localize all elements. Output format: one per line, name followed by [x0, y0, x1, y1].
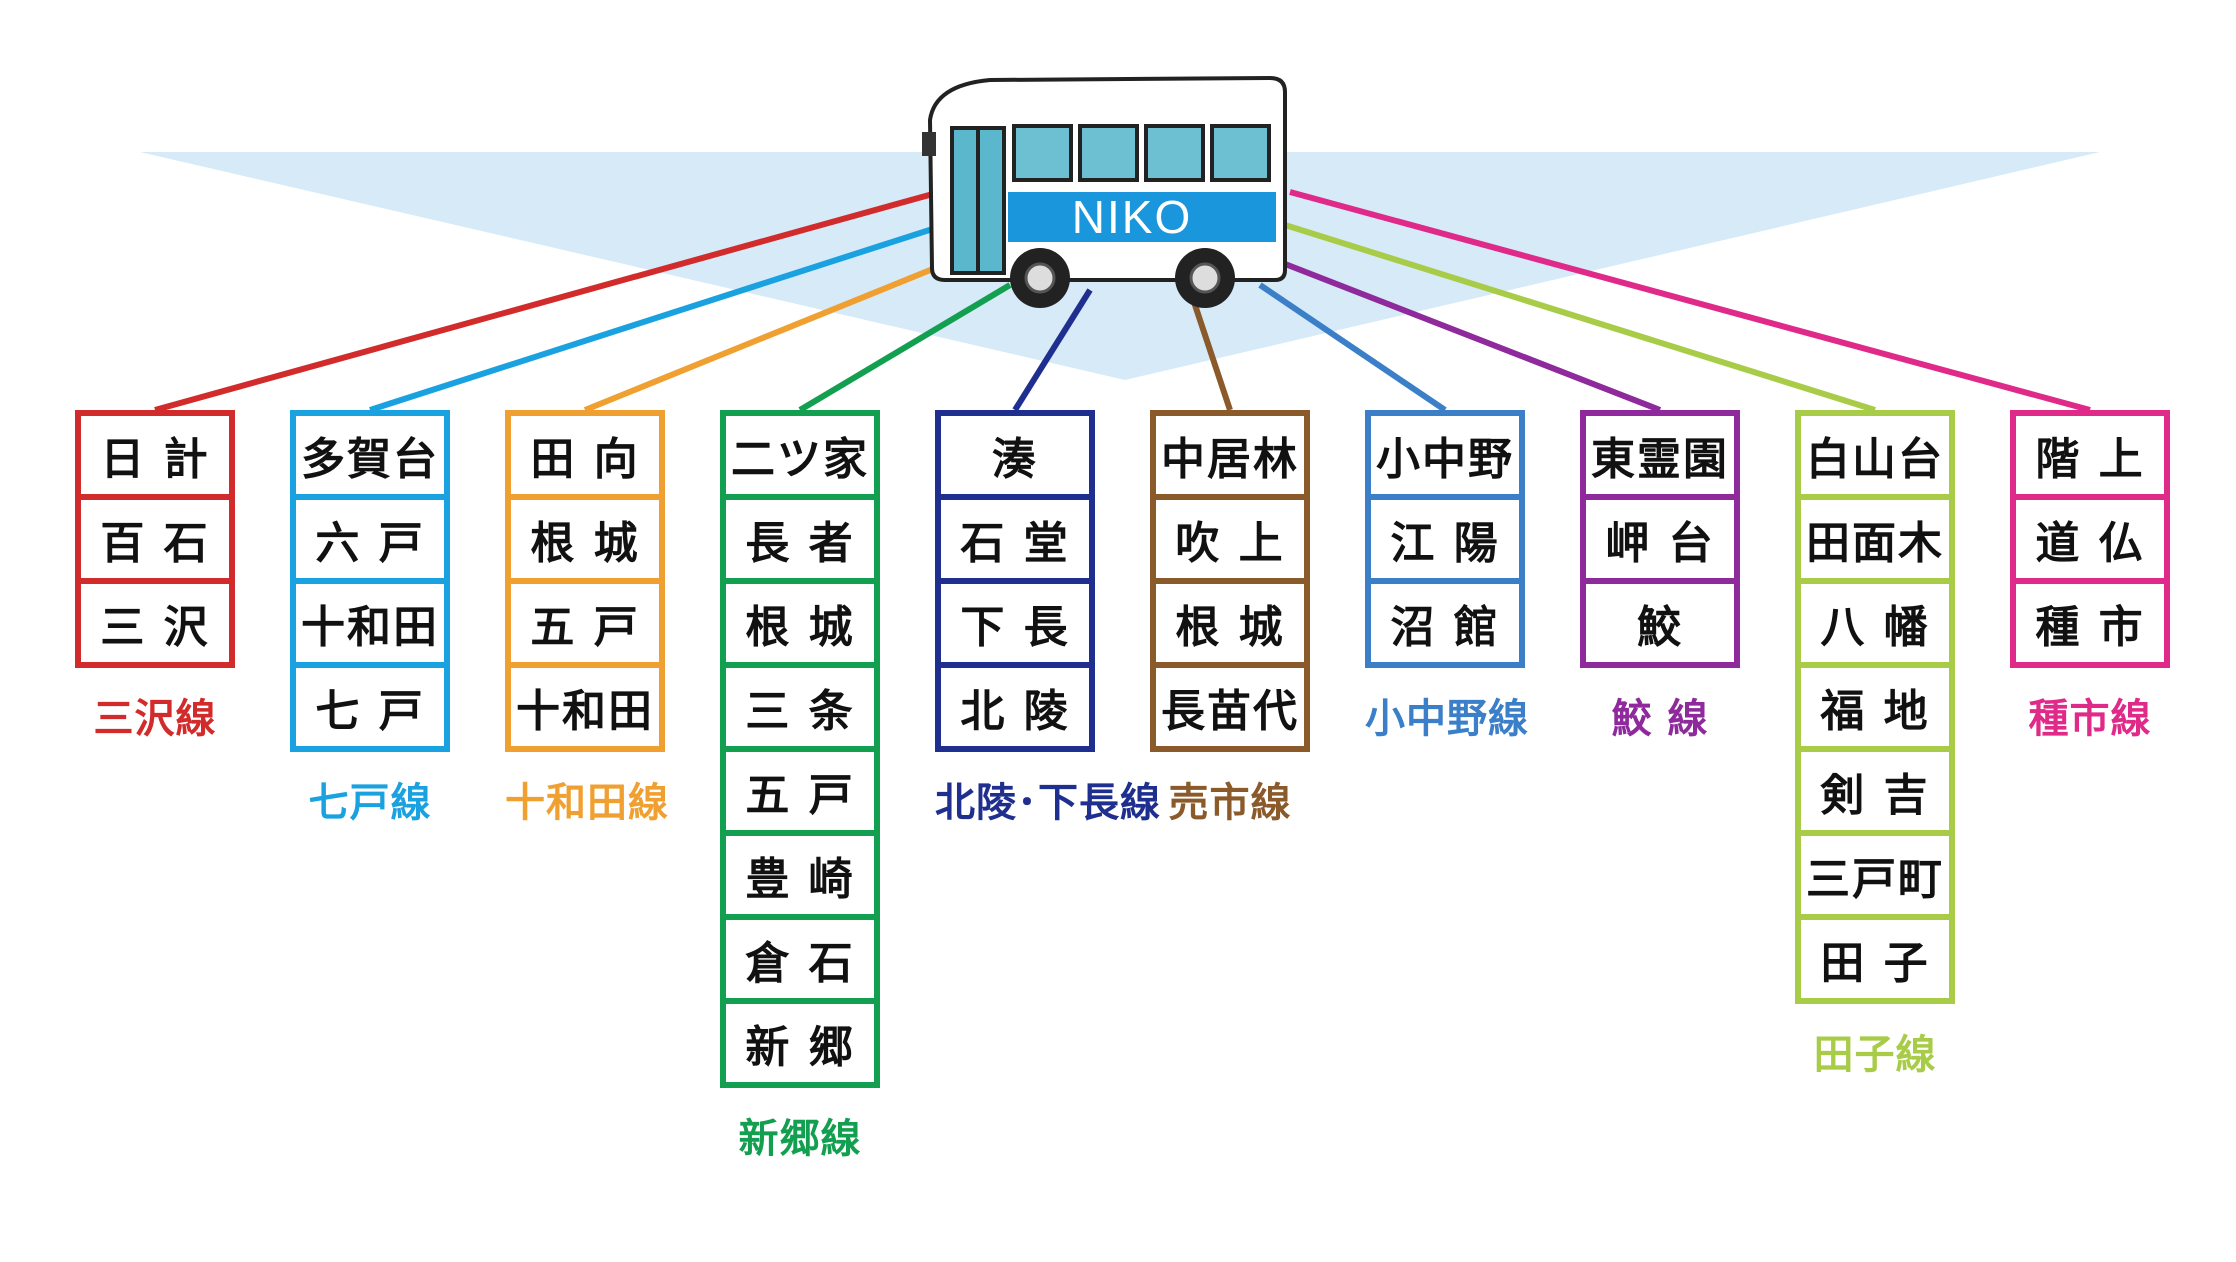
stop-box: 七 戸	[290, 662, 450, 752]
route-name: 三沢線	[93, 696, 217, 742]
route-column: 小中野江 陽沼 館小中野線	[1365, 410, 1529, 744]
route-name: 売市線	[1168, 780, 1292, 826]
stop-box: 長苗代	[1150, 662, 1310, 752]
stop-box: 福 地	[1795, 662, 1955, 752]
stop-box: 根 城	[720, 578, 880, 668]
route-connector	[369, 222, 946, 413]
route-column: 階 上道 仏種 市種市線	[2010, 410, 2170, 744]
stop-box: 道 仏	[2010, 494, 2170, 584]
route-name: 十和田線	[505, 780, 669, 826]
stop-box: 田 向	[505, 410, 665, 500]
route-column: 日 計百 石三 沢三沢線	[75, 410, 235, 744]
stop-box: 下 長	[935, 578, 1095, 668]
route-connector	[583, 259, 952, 413]
stop-box: 十和田	[505, 662, 665, 752]
route-connector	[1258, 282, 1447, 413]
stop-box: 長 者	[720, 494, 880, 584]
route-connector	[1284, 222, 1876, 413]
route-connector	[1012, 288, 1093, 412]
route-connector	[798, 282, 1012, 413]
stop-box: 倉 石	[720, 914, 880, 1004]
route-name: 鮫 線	[1611, 696, 1709, 742]
route-column: 中居林吹 上根 城長苗代売市線	[1150, 410, 1310, 828]
stop-box: 根 城	[505, 494, 665, 584]
route-connector	[1289, 189, 2091, 413]
stop-box: 新 郷	[720, 998, 880, 1088]
stop-box: 田 子	[1795, 914, 1955, 1004]
route-column: 白山台田面木八 幡福 地剣 吉三戸町田 子田子線	[1795, 410, 1955, 1080]
stop-box: 沼 館	[1365, 578, 1525, 668]
stop-box: 鮫	[1580, 578, 1740, 668]
route-connector	[1278, 259, 1662, 413]
stop-box: 五 戸	[505, 578, 665, 668]
stop-box: 白山台	[1795, 410, 1955, 500]
route-connector	[154, 189, 941, 413]
stop-box: 小中野	[1365, 410, 1525, 500]
stop-box: 東霊園	[1580, 410, 1740, 500]
stop-box: 多賀台	[290, 410, 450, 500]
stop-box: 二ツ家	[720, 410, 880, 500]
stop-box: 岬 台	[1580, 494, 1740, 584]
stop-box: 吹 上	[1150, 494, 1310, 584]
stop-box: 百 石	[75, 494, 235, 584]
stop-box: 三戸町	[1795, 830, 1955, 920]
route-column: 二ツ家長 者根 城三 条五 戸豊 崎倉 石新 郷新郷線	[720, 410, 880, 1164]
stop-box: 剣 吉	[1795, 746, 1955, 836]
route-name: 田子線	[1813, 1032, 1937, 1078]
route-column: 田 向根 城五 戸十和田十和田線	[505, 410, 669, 828]
bus-icon: NIKO	[922, 75, 1287, 308]
stop-box: 六 戸	[290, 494, 450, 584]
stop-box: 湊	[935, 410, 1095, 500]
stop-box: 中居林	[1150, 410, 1310, 500]
stop-box: 十和田	[290, 578, 450, 668]
stop-box: 根 城	[1150, 578, 1310, 668]
stop-box: 八 幡	[1795, 578, 1955, 668]
route-column: 湊石 堂下 長北 陵北陵･下長線	[935, 410, 1161, 828]
stop-box: 種 市	[2010, 578, 2170, 668]
route-name: 北陵･下長線	[935, 780, 1161, 826]
bus-label: NIKO	[1072, 191, 1192, 243]
route-column: 東霊園岬 台鮫鮫 線	[1580, 410, 1740, 744]
route-column: 多賀台六 戸十和田七 戸七戸線	[290, 410, 450, 828]
stop-box: 階 上	[2010, 410, 2170, 500]
stop-box: 三 条	[720, 662, 880, 752]
stop-box: 石 堂	[935, 494, 1095, 584]
route-name: 七戸線	[308, 780, 432, 826]
stop-box: 三 沢	[75, 578, 235, 668]
stop-box: 江 陽	[1365, 494, 1525, 584]
stop-box: 豊 崎	[720, 830, 880, 920]
route-connector	[1187, 289, 1233, 411]
stop-box: 日 計	[75, 410, 235, 500]
route-name: 種市線	[2028, 696, 2152, 742]
route-name: 新郷線	[738, 1116, 862, 1162]
route-name: 小中野線	[1365, 696, 1529, 742]
stop-box: 北 陵	[935, 662, 1095, 752]
stop-box: 五 戸	[720, 746, 880, 836]
stop-box: 田面木	[1795, 494, 1955, 584]
